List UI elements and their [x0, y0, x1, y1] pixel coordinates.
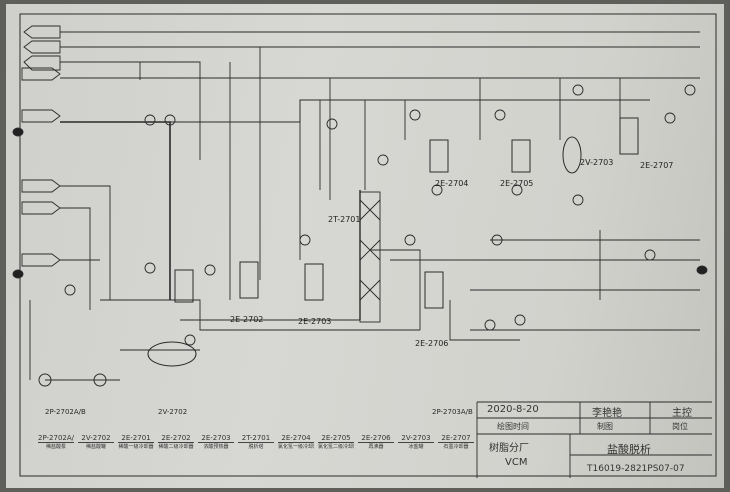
legend-desc: 再沸器 — [368, 444, 384, 450]
drawn-by: 李艳艳 — [592, 408, 622, 419]
legend-desc: 稀盐酸罐 — [85, 444, 106, 450]
legend-desc: 稀盐酸泵 — [45, 444, 66, 450]
drawing-title: 盐酸脱析 — [607, 443, 651, 456]
role: 主控 — [672, 408, 692, 419]
svg-text:2E-2702: 2E-2702 — [230, 315, 263, 324]
legend-desc: 氯化氢二级冷却器 — [318, 444, 354, 450]
date-label: 绘图时间 — [497, 422, 529, 431]
legend-desc: 稀酸一级冷却器 — [118, 444, 154, 450]
svg-text:2T-2701: 2T-2701 — [328, 215, 361, 224]
svg-text:2E-2707: 2E-2707 — [640, 161, 673, 170]
inlet-labels — [21, 25, 61, 267]
drawn-label: 制图 — [597, 422, 613, 431]
legend-tag: 2V-2703 — [398, 434, 434, 443]
legend-tag: 2T-2701 — [238, 434, 274, 443]
legend-tag: 2P-2702A/B — [38, 434, 74, 443]
drawing-sheet — [6, 4, 724, 488]
svg-text:2V-2703: 2V-2703 — [580, 158, 613, 167]
heat-exchangers — [38, 117, 639, 387]
equipment-legend: 2P-2702A/B稀盐酸泵2V-2702稀盐酸罐2E-2701稀酸一级冷却器2… — [38, 434, 478, 464]
sheet-border — [19, 13, 717, 477]
legend-tag: 2E-2702 — [158, 434, 194, 443]
legend-desc: 脱析塔 — [248, 444, 264, 450]
svg-text:2E-2703: 2E-2703 — [298, 317, 331, 326]
legend-item: 2P-2702A/B稀盐酸泵 — [38, 434, 74, 450]
legend-tag: 2E-2701 — [118, 434, 154, 443]
legend-tag: 2E-2705 — [318, 434, 354, 443]
svg-text:2P-2702A/B: 2P-2702A/B — [45, 408, 86, 416]
legend-item: 2E-2704氯化氢一级冷却器 — [278, 434, 314, 450]
plant: 树脂分厂 — [489, 443, 529, 454]
legend-desc: 氯化氢一级冷却器 — [278, 444, 314, 450]
legend-tag: 2E-2707 — [438, 434, 474, 443]
title-block: 2020-8-20 李艳艳 主控 绘图时间 制图 岗位 树脂分厂 VCM 盐酸脱… — [477, 402, 712, 478]
legend-desc: 冰盐罐 — [408, 444, 424, 450]
legend-desc: 浓酸预热器 — [203, 444, 229, 450]
post-label: 岗位 — [672, 422, 688, 431]
legend-desc: 稀酸二级冷却器 — [158, 444, 194, 450]
svg-text:2E-2704: 2E-2704 — [435, 179, 468, 188]
svg-text:2E-2706: 2E-2706 — [415, 339, 448, 348]
title-block-frame — [476, 401, 712, 478]
svg-text:2P-2703A/B: 2P-2703A/B — [432, 408, 473, 416]
drawing-number: T16019-2821PS07-07 — [587, 464, 685, 474]
svg-text:2V-2702: 2V-2702 — [158, 408, 187, 416]
legend-item: 2E-2705氯化氢二级冷却器 — [318, 434, 354, 450]
pipelines — [29, 31, 700, 381]
legend-tag: 2E-2704 — [278, 434, 314, 443]
unit: VCM — [505, 457, 528, 468]
column-2T-2701 — [359, 191, 381, 323]
date: 2020-8-20 — [487, 404, 539, 415]
legend-tag: 2V-2702 — [78, 434, 114, 443]
svg-text:2E-2705: 2E-2705 — [500, 179, 533, 188]
legend-tag: 2E-2706 — [358, 434, 394, 443]
instruments — [64, 84, 696, 346]
legend-desc: 石墨冷却器 — [443, 444, 469, 450]
legend-tag: 2E-2703 — [198, 434, 234, 443]
